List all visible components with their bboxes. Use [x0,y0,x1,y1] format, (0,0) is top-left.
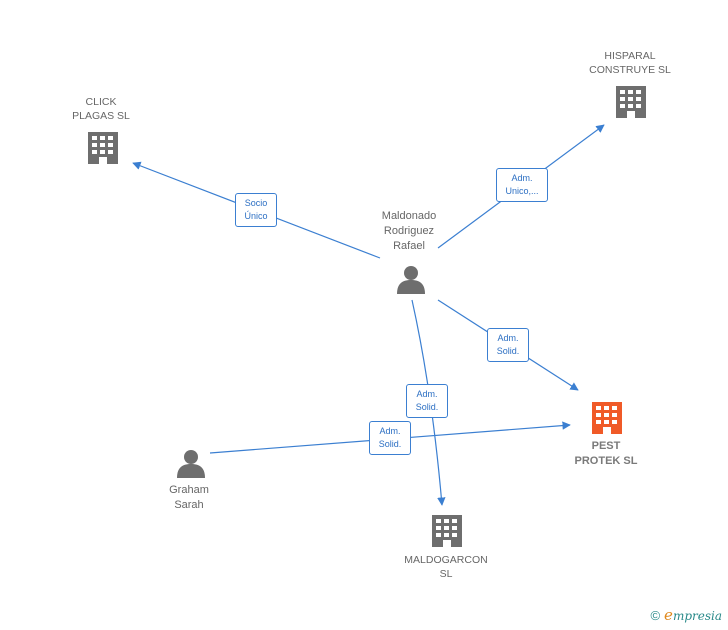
node-label-line: HISPARAL [604,50,656,62]
edge-label-line: Adm. [511,173,533,183]
edge-label-line: Adm. [497,333,519,343]
edge-label-socio-unico[interactable]: Socio Único [235,193,277,227]
edge-label-adm-unico[interactable]: Adm. Unico,... [496,168,548,202]
node-label-line: MALDOGARCON [404,554,488,566]
node-label-line: CLICK [85,96,117,108]
copyright-icon: © [650,608,661,623]
node-label-maldonado[interactable]: Maldonado Rodriguez Rafael [368,209,450,254]
edge-label-line: Solid. [415,402,439,412]
edge-label-line: Solid. [378,439,402,449]
person-icon [177,450,205,478]
edge-label-line: Adm. [416,389,438,399]
node-label-line: CONSTRUYE SL [589,64,671,76]
node-label-line: PROTEK SL [574,455,638,467]
node-label-line: Graham [169,484,209,496]
node-label-line: Rafael [393,240,425,252]
edge-label-line: Adm. [379,426,401,436]
building-icon [592,402,622,434]
brand-footer[interactable]: ©empresia [650,606,722,624]
node-label-line: Sarah [174,499,204,511]
node-label-line: PLAGAS SL [72,110,130,122]
building-icon [616,86,646,118]
node-label-line: SL [439,568,453,580]
node-label-line: PEST [591,440,621,452]
node-label-pest-protek[interactable]: PEST PROTEK SL [563,439,649,469]
person-icon [397,266,425,294]
edge-label-line: Único [244,211,268,221]
edge-label-line: Solid. [496,346,520,356]
brand-name: mpresia [672,609,722,623]
edge-label-adm-solid-pest[interactable]: Adm. Solid. [487,328,529,362]
edge-label-adm-solid-maldogarcon[interactable]: Adm. Solid. [406,384,448,418]
node-label-line: Maldonado [381,210,437,222]
node-label-maldogarcon[interactable]: MALDOGARCON SL [396,553,496,581]
node-label-hisparal[interactable]: HISPARAL CONSTRUYE SL [580,49,680,77]
edge-label-adm-solid-graham[interactable]: Adm. Solid. [369,421,411,455]
node-label-graham[interactable]: Graham Sarah [150,483,228,513]
edge-label-line: Socio [244,198,268,208]
building-icon [88,132,118,164]
node-label-line: Rodriguez [383,225,435,237]
node-label-click-plagas[interactable]: CLICK PLAGAS SL [60,95,142,123]
edge-label-line: Unico,... [505,186,539,196]
building-icon [432,515,462,547]
brand-initial: e [664,606,673,624]
